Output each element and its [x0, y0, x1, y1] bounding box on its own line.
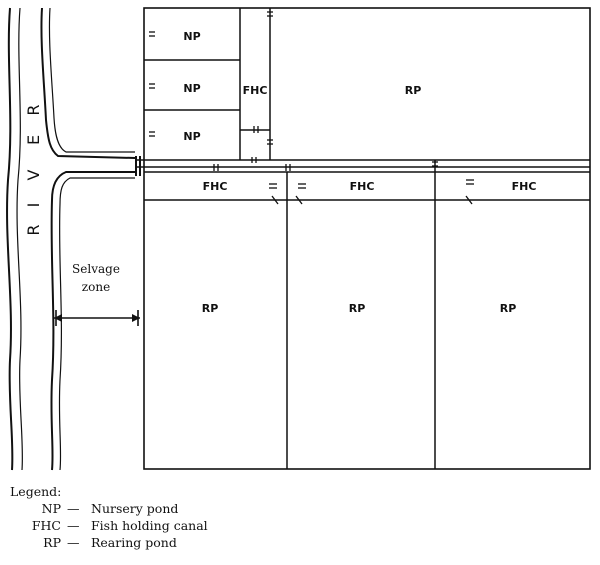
legend-abbr: FHC — [31, 518, 61, 533]
selvage-zone-arrowhead-left — [54, 314, 62, 322]
legend-text: Nursery pond — [91, 501, 179, 516]
selvage-zone-arrowhead-right — [132, 314, 140, 322]
selvage-zone-label: zone — [82, 280, 110, 294]
river-letter: E — [24, 135, 43, 145]
fish-holding-canal-label: FHC — [243, 84, 268, 97]
river-letter: V — [24, 169, 43, 180]
rearing-pond-label: RP — [405, 84, 422, 97]
river-right-bank-lower-inner — [58, 177, 135, 471]
sluice-gate — [271, 195, 279, 205]
river-right-bank-upper — [40, 7, 136, 159]
rearing-pond-label: RP — [202, 302, 219, 315]
river-right-bank-lower — [50, 171, 135, 471]
sluice-gate — [465, 195, 473, 205]
fish-holding-canal-label: FHC — [350, 180, 375, 193]
river-letter: R — [24, 224, 43, 235]
legend-title: Legend: — [10, 484, 62, 499]
legend-item: RP — Rearing pond — [10, 534, 208, 551]
river-right-bank-upper-inner — [48, 7, 135, 153]
river-left-bank-inner — [16, 7, 23, 471]
legend-separator: — — [67, 501, 80, 516]
sluice-gate — [295, 195, 303, 205]
legend-text: Fish holding canal — [91, 518, 208, 533]
legend-item: FHC — Fish holding canal — [10, 517, 208, 534]
legend-separator: — — [67, 535, 80, 550]
nursery-pond-label: NP — [183, 130, 200, 143]
river-left-bank — [6, 7, 14, 471]
rearing-pond-label: RP — [349, 302, 366, 315]
legend-item: NP — Nursery pond — [10, 500, 208, 517]
rearing-pond-label: RP — [500, 302, 517, 315]
fish-holding-canal-label: FHC — [203, 180, 228, 193]
legend-abbr: RP — [43, 535, 61, 550]
fish-holding-canal-label: FHC — [512, 180, 537, 193]
nursery-pond-label: NP — [183, 30, 200, 43]
farm-boundary — [143, 7, 591, 470]
legend-text: Rearing pond — [91, 535, 177, 550]
selvage-zone-label: Selvage — [72, 262, 120, 276]
river-letter: R — [24, 104, 43, 115]
nursery-pond-label: NP — [183, 82, 200, 95]
legend: Legend: NP — Nursery pond FHC — Fish hol… — [10, 483, 208, 551]
fish-farm-layout-diagram: R E V I R Selvage zone NP NP NP FHC RP F… — [6, 7, 591, 471]
river-letter: I — [24, 203, 43, 208]
legend-separator: — — [67, 518, 80, 533]
legend-abbr: NP — [41, 501, 61, 516]
